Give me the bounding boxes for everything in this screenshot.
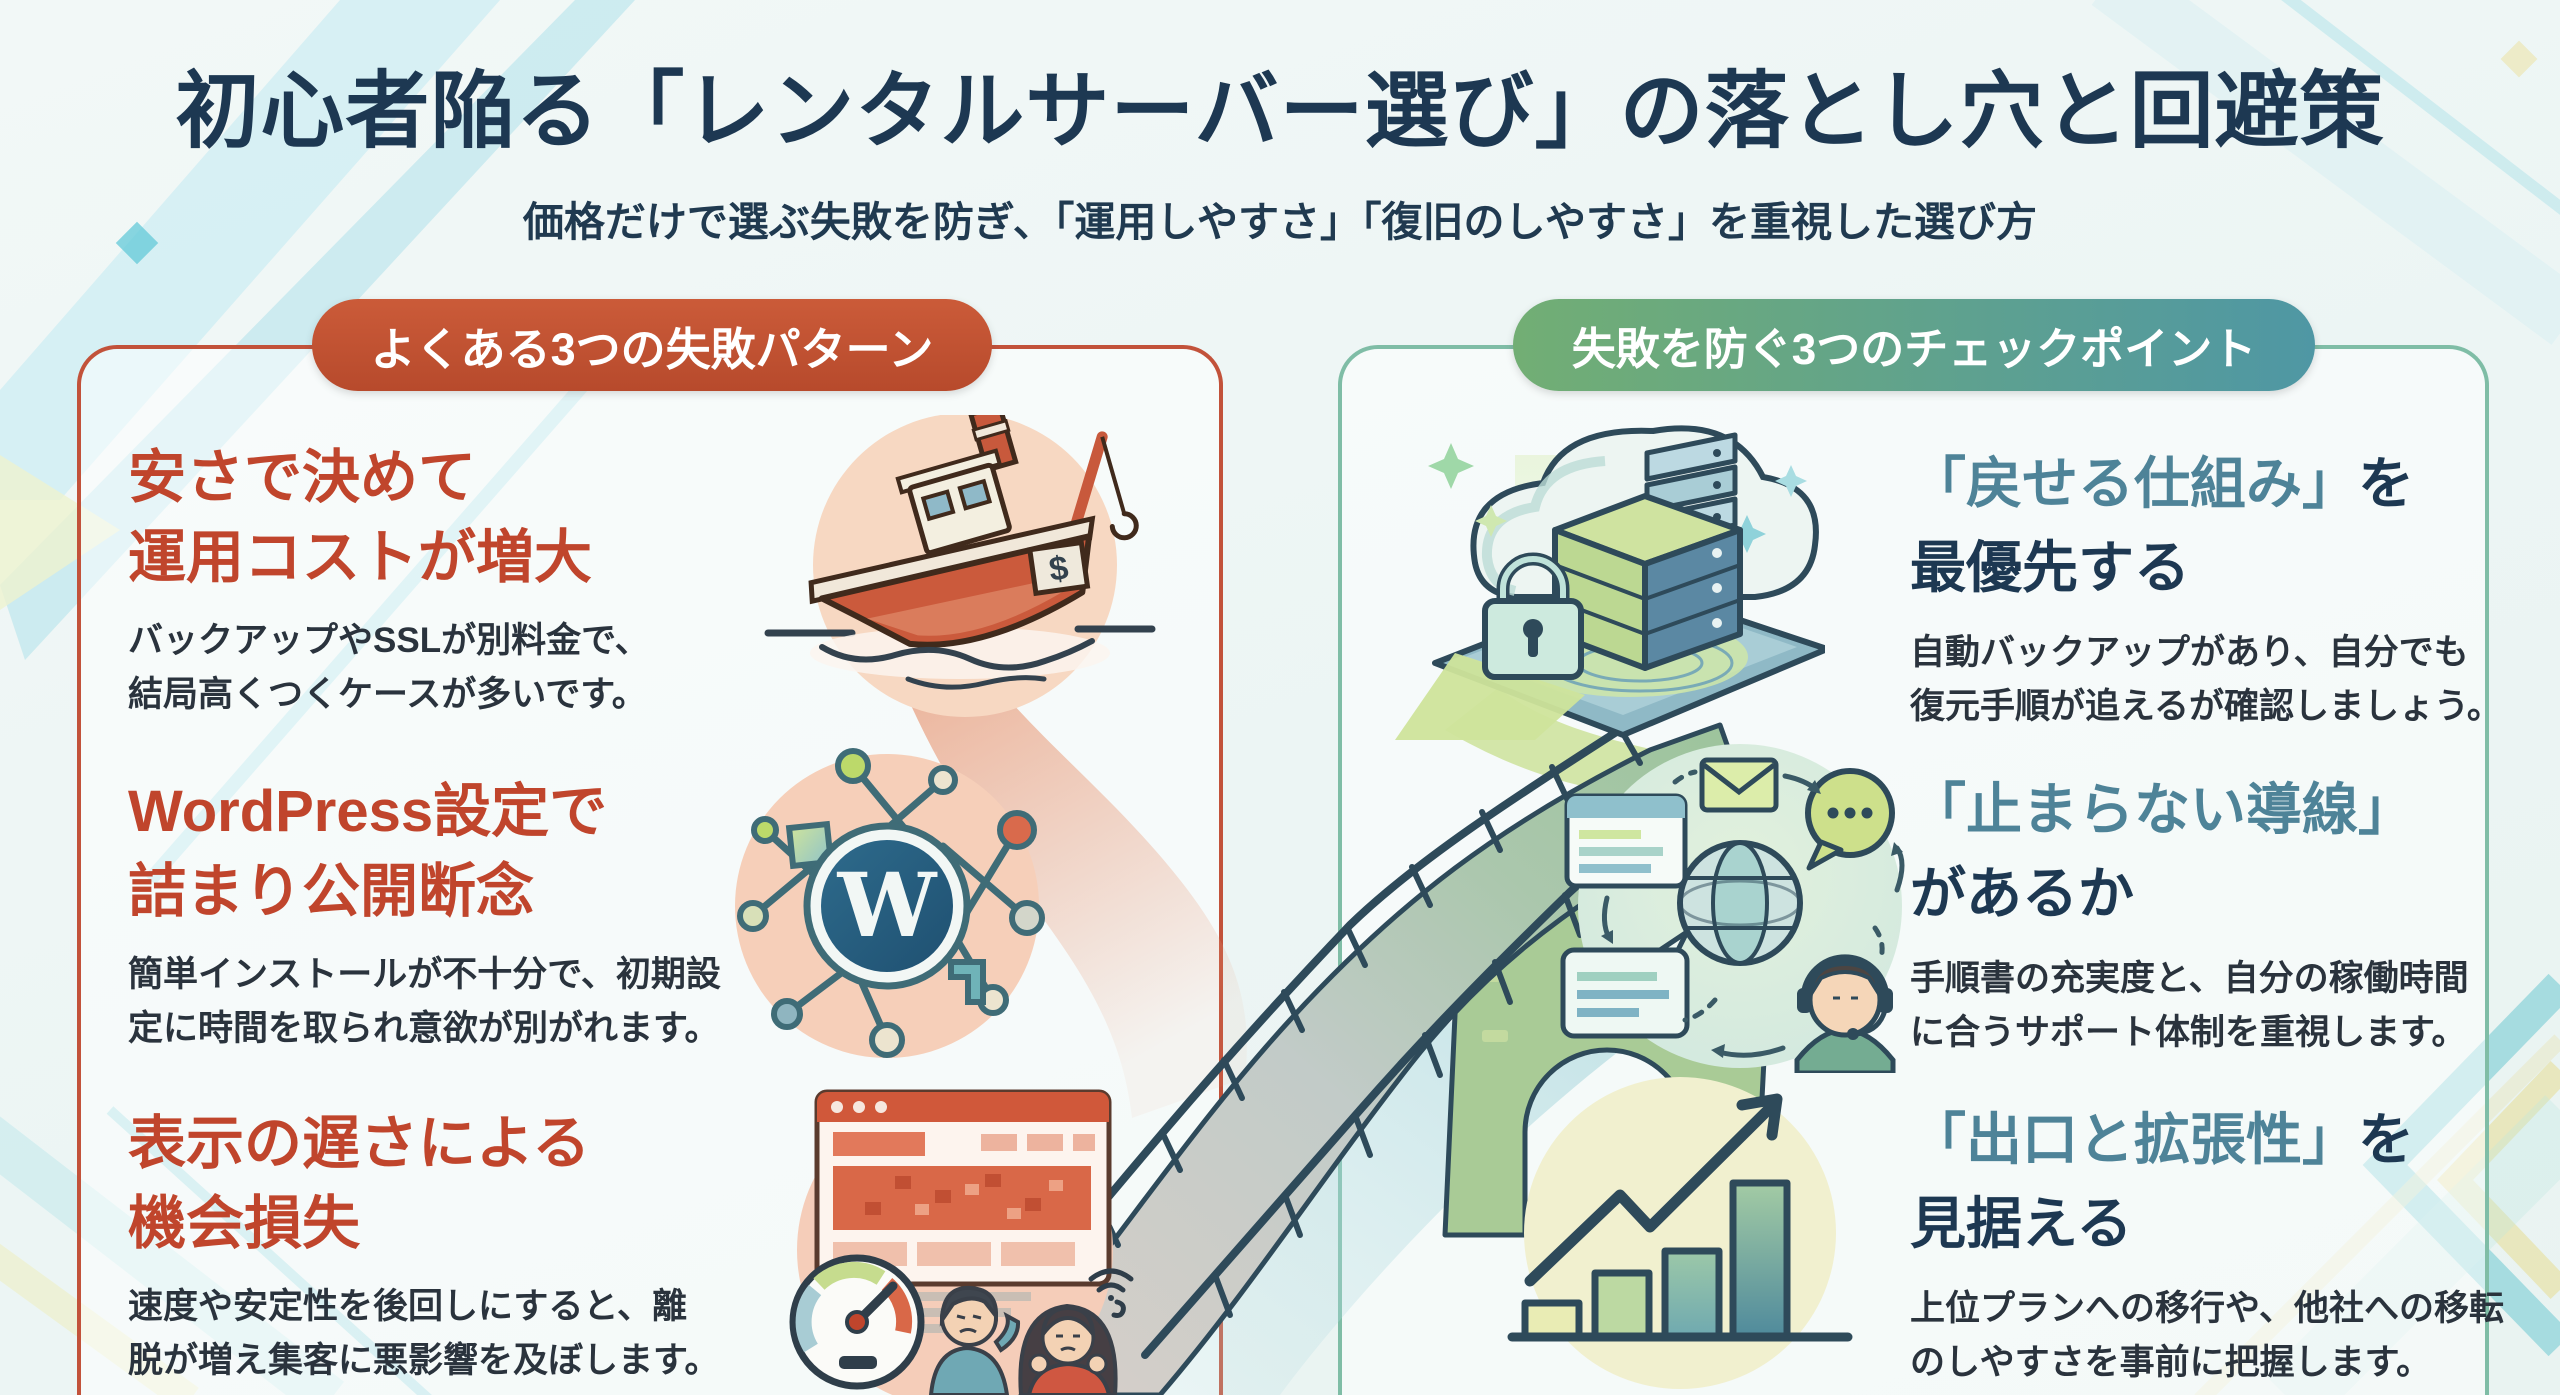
- failures-badge-label: よくある3つの失敗パターン: [370, 323, 934, 375]
- bar-2: [1591, 1269, 1653, 1341]
- wordpress-letter: W: [837, 853, 938, 957]
- hero-block: [833, 1166, 1091, 1230]
- boat-hook: [1109, 511, 1139, 541]
- green-road: [1395, 653, 1585, 740]
- checkpoint-item-3: 「出口と拡張性」を 見据える 上位プランへの移行や、他社への移転 のしやすさを事…: [1910, 1098, 2504, 1390]
- server-stack: [1552, 493, 1743, 671]
- checkpoint-item-2: 「止まらない導線」 があるか 手順書の充実度と、自分の稼働時間 に合うサポート体…: [1910, 768, 2469, 1060]
- support-network-illustration: [1560, 744, 1905, 1073]
- pitfall-3-description: 速度や安定性を後回しにすると、離 脱が増え集客に悪影響を及ぼします。: [128, 1287, 720, 1380]
- pitfall-item-2: WordPress設定で 詰まり公開断念 簡単インストールが不十分で、初期設 定…: [128, 772, 721, 1056]
- weak-wifi-icon: [1088, 1268, 1134, 1318]
- corner-node: [948, 959, 986, 1005]
- bar-1: [1521, 1299, 1583, 1341]
- square-node: [785, 820, 835, 870]
- checkpoint-2-description: 手順書の充実度と、自分の稼働時間 に合うサポート体制を重視します。: [1910, 959, 2469, 1052]
- network-nodes: [737, 748, 1045, 1058]
- sparkle-icon: [1428, 443, 1807, 553]
- checkpoint-item-1: 「戻せる仕組み」を 最優先する 自動バックアップがあり、自分でも 復元手順が追え…: [1910, 442, 2502, 734]
- envelope-icon: [1699, 757, 1779, 813]
- sinking-boat-illustration: $: [764, 415, 1156, 717]
- pitfall-item-3: 表示の遅さによる 機会損失 速度や安定性を後回しにすると、離 脱が増え集客に悪影…: [128, 1104, 720, 1388]
- red-failure-path: [885, 620, 1247, 1118]
- wordpress-network-illustration: W: [735, 748, 1045, 1058]
- slow-website-illustration: [789, 1089, 1134, 1395]
- decor-top-right: [2091, 0, 2560, 345]
- bar-4: [1729, 1179, 1791, 1341]
- checkpoint-3-description: 上位プランへの移行や、他社への移転 のしやすさを事前に把握します。: [1910, 1289, 2504, 1382]
- boat-window: [957, 478, 993, 511]
- wave: [819, 638, 1095, 671]
- pitfall-2-heading: WordPress設定で 詰まり公開断念: [128, 779, 608, 924]
- lock-icon: [1482, 552, 1584, 680]
- manual-card-icon: [1564, 793, 1688, 889]
- trend-arrow: [1524, 1093, 1783, 1287]
- pitfall-2-description: 簡単インストールが不十分で、初期設 定に時間を取られ意欲が別がれます。: [128, 955, 721, 1048]
- checkpoints-badge-label: 失敗を防ぐ3つのチェックポイント: [1571, 325, 2257, 374]
- speech-note-icon: [1560, 929, 1690, 1039]
- pitfall-item-1: 安さで決めて 運用コストが増大 バックアップやSSLが別料金で、 結局高くつくケ…: [128, 438, 650, 722]
- boat-crane: [1067, 431, 1108, 538]
- checkpoint-3-heading: 「出口と拡張性」を 見据える: [1910, 1108, 2414, 1255]
- page-subtitle: 価格だけで選ぶ失敗を防ぎ、「運用しやすさ」「復旧のしやすさ」を重視した選び方: [522, 199, 2038, 245]
- wave: [905, 675, 1047, 690]
- checkpoint-1-description: 自動バックアップがあり、自分でも 復元手順が追えるが確認しましょう。: [1910, 633, 2502, 726]
- globe-icon: [1677, 840, 1803, 966]
- sad-woman: [1018, 1303, 1118, 1395]
- boat: $: [808, 415, 1139, 648]
- support-agent-icon: [1794, 954, 1896, 1073]
- page-title: 初心者陥る「レンタルサーバー選び」の落とし穴と回避策: [175, 64, 2385, 158]
- cloud-backup-illustration: [1395, 425, 1825, 740]
- bridge-deck: [987, 722, 1753, 1395]
- checkpoints-badge: 失敗を防ぐ3つのチェックポイント: [1513, 299, 2315, 391]
- sad-man: [928, 1285, 1021, 1395]
- checkpoint-2-heading: 「止まらない導線」 があるか: [1910, 778, 2414, 925]
- wordpress-logo: [821, 840, 953, 972]
- money-crate: $: [1026, 539, 1091, 597]
- boat-window: [920, 489, 956, 522]
- growth-chart-illustration: [1507, 1077, 1853, 1389]
- pitfall-3-heading: 表示の遅さによる 機会損失: [128, 1111, 591, 1256]
- bars: [1521, 1179, 1791, 1341]
- chat-bubble-icon: [1805, 768, 1895, 871]
- pitfall-1-heading: 安さで決めて 運用コストが増大: [128, 445, 593, 590]
- speedometer: [789, 1254, 925, 1390]
- checkpoint-1-heading: 「戻せる仕組み」を 最優先する: [1910, 452, 2414, 599]
- browser-window: [814, 1089, 1112, 1287]
- failures-badge: よくある3つの失敗パターン: [312, 299, 992, 391]
- flow-arrows: [1601, 769, 1905, 1058]
- bar-3: [1661, 1247, 1723, 1341]
- pitfall-1-description: バックアップやSSLが別料金で、 結局高くつくケースが多いです。: [128, 621, 650, 714]
